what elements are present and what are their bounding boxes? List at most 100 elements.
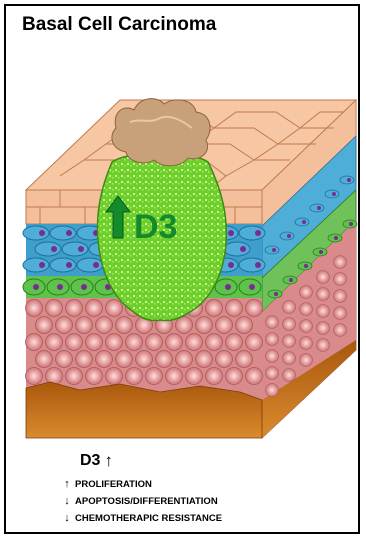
dermis-cell <box>246 368 263 385</box>
dermis-cell <box>176 351 193 368</box>
spinous-cell <box>35 242 61 256</box>
dermis-cell <box>334 307 347 320</box>
tumor-label: D3 <box>134 208 177 246</box>
dermis-cell <box>317 322 330 335</box>
dermis-cell <box>226 368 243 385</box>
dermis-cell <box>56 317 73 334</box>
cell-nucleus <box>274 292 278 296</box>
cell-nucleus <box>39 262 45 268</box>
spinous-cell <box>239 226 265 240</box>
dermis-cell <box>186 368 203 385</box>
cell-nucleus <box>93 262 99 268</box>
dermis-cell <box>283 318 296 331</box>
dermis-cell <box>196 351 213 368</box>
cell-nucleus <box>302 220 306 224</box>
dermis-cell <box>236 351 253 368</box>
dermis-cell <box>334 273 347 286</box>
dermis-cell <box>96 317 113 334</box>
dermis-cell <box>26 368 43 385</box>
dermis-cell <box>266 316 279 329</box>
dermis-cell <box>216 317 233 334</box>
dermis-cell <box>106 300 123 317</box>
cell-nucleus <box>347 178 351 182</box>
dermis-cell <box>236 317 253 334</box>
dermis-cell <box>156 351 173 368</box>
cell-nucleus <box>228 230 234 236</box>
dermis-cell <box>36 351 53 368</box>
dermis-cell <box>226 334 243 351</box>
cell-nucleus <box>57 284 63 290</box>
cell-nucleus <box>332 192 336 196</box>
dermis-cell <box>56 351 73 368</box>
cell-nucleus <box>66 230 72 236</box>
cell-nucleus <box>255 230 261 236</box>
cell-nucleus <box>334 236 338 240</box>
cell-nucleus <box>240 246 246 252</box>
spinous-cell <box>77 258 103 272</box>
dermis-cell <box>266 350 279 363</box>
dermis-cell <box>300 337 313 350</box>
dermis-cell <box>206 368 223 385</box>
dermis-cell <box>96 351 113 368</box>
up-arrow-icon: ↑ <box>104 453 113 469</box>
dermis-cell <box>283 352 296 365</box>
legend-heading: D3 ↑ <box>80 452 222 470</box>
dermis-cell <box>300 354 313 367</box>
dermis-cell <box>226 300 243 317</box>
spinous-cell <box>23 258 49 272</box>
down-arrow-icon: ↓ <box>62 510 72 527</box>
dermis-cell <box>186 334 203 351</box>
dermis-cell <box>126 334 143 351</box>
legend-item-label: CHEMOTHERAPIC RESISTANCE <box>75 510 222 527</box>
dermis-cell <box>126 368 143 385</box>
dermis-cell <box>196 317 213 334</box>
dermis-cell <box>106 368 123 385</box>
dermis-cell <box>266 333 279 346</box>
dermis-cell <box>283 335 296 348</box>
legend-heading-label: D3 <box>80 452 100 470</box>
legend-item-chemoresistance: ↓ CHEMOTHERAPIC RESISTANCE <box>62 510 222 527</box>
cell-nucleus <box>319 250 323 254</box>
spinous-cell <box>62 242 88 256</box>
subcutaneous-layer <box>26 382 262 438</box>
dermis-cell <box>166 368 183 385</box>
legend-item-apoptosis: ↓ APOPTOSIS/DIFFERENTIATION <box>62 493 222 510</box>
dermis-cell <box>300 320 313 333</box>
dermis-cell <box>334 290 347 303</box>
dermis-cell <box>146 368 163 385</box>
dermis-cell <box>86 334 103 351</box>
dermis-cell <box>317 339 330 352</box>
cell-nucleus <box>249 284 255 290</box>
cell-nucleus <box>349 222 353 226</box>
dermis-cell <box>116 351 133 368</box>
dermis-cell <box>300 303 313 316</box>
dermis-cell <box>266 384 279 397</box>
cell-nucleus <box>289 278 293 282</box>
dermis-cell <box>166 334 183 351</box>
dermis-cell <box>66 334 83 351</box>
up-arrow-icon: ↑ <box>62 476 72 493</box>
dermis-cell <box>206 334 223 351</box>
dermis-cell <box>283 301 296 314</box>
dermis-cell <box>216 351 233 368</box>
cell-nucleus <box>66 262 72 268</box>
dermis-cell <box>86 300 103 317</box>
dermis-cell <box>266 367 279 380</box>
legend: D3 ↑ ↑ PROLIFERATION ↓ APOPTOSIS/DIFFERE… <box>62 452 222 527</box>
spinous-cell <box>224 242 250 256</box>
cell-nucleus <box>287 234 291 238</box>
dermis-cell <box>246 300 263 317</box>
cell-nucleus <box>228 262 234 268</box>
dermis-cell <box>26 334 43 351</box>
dermis-cell <box>46 300 63 317</box>
dermis-cell <box>36 317 53 334</box>
dermis-cell <box>334 256 347 269</box>
dermis-cell <box>116 317 133 334</box>
cell-nucleus <box>304 264 308 268</box>
cell-nucleus <box>81 284 87 290</box>
spinous-cell <box>50 226 76 240</box>
dermis-cell <box>317 305 330 318</box>
dermis-cell <box>246 334 263 351</box>
dermis-cell <box>283 369 296 382</box>
dermis-cell <box>76 351 93 368</box>
